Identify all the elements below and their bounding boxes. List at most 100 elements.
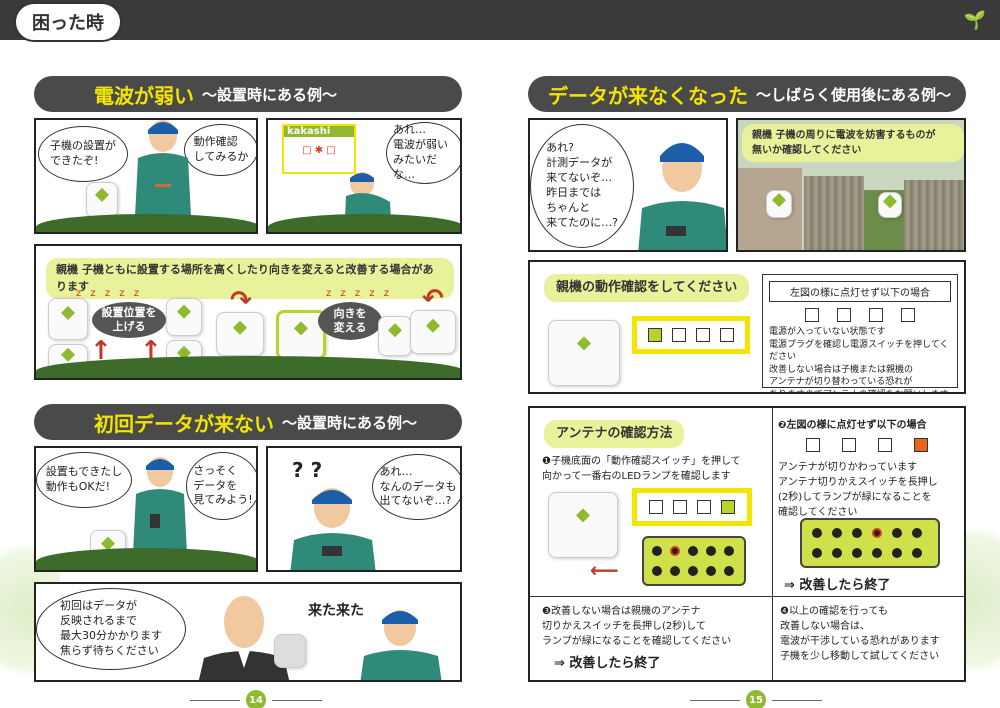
wood-board: [904, 180, 964, 250]
divider: [530, 596, 964, 597]
comic-panel: ? ? あれ… なんのデータも 出てないぞ…?: [266, 446, 462, 572]
divider: [772, 408, 773, 680]
section-title-sub: 〜設置時にある例〜: [282, 413, 418, 432]
page-number: 14: [190, 690, 322, 708]
device-icon: [878, 192, 902, 218]
device-icon: [216, 312, 264, 356]
section-banner-weak-signal: 電波が弱い 〜設置時にある例〜: [34, 76, 462, 112]
speech-bubble: 初回はデータが 反映されるまで 最大30分かかります 焦らず待ちください: [36, 588, 186, 670]
step-3-result: ⇒ 改善したら終了: [554, 656, 661, 671]
led-off: [697, 500, 711, 514]
step-2-text: アンテナが切りかわっています アンテナ切りかえスイッチを長押し (2秒)してラン…: [778, 462, 938, 518]
device-icon: [166, 298, 202, 336]
led-green: [648, 328, 662, 342]
section-heading: アンテナの確認方法: [544, 420, 685, 448]
led-row: [806, 438, 928, 452]
speech-bubble: あれ? 計測データが 来てないぞ… 昨日までは ちゃんと 来てたのに…?: [530, 124, 634, 248]
page-number: 15: [690, 690, 822, 708]
person-icon: [134, 120, 192, 232]
question-marks: ? ?: [292, 458, 323, 482]
photo-panel: 親機 子機の周りに電波を妨害するものが 無いか確認してください: [736, 118, 966, 252]
shout-text: 来た来た: [308, 603, 364, 619]
led-row: [763, 308, 957, 322]
led-off: [806, 438, 820, 452]
speech-bubble: 子機の設置が できたぞ!: [38, 126, 128, 182]
zoom-inset: kakashi □ ✱ □: [282, 124, 356, 174]
page-title: 困った時: [14, 2, 122, 42]
person-icon: [198, 596, 290, 680]
zzz-text: z z z z z: [76, 288, 142, 299]
led-off: [649, 500, 663, 514]
info-box-text: 電源が入っていない状態です 電源プラグを確認し電源スイッチを押してください 改善…: [769, 327, 949, 392]
bush: [36, 548, 256, 570]
led-off: [673, 500, 687, 514]
led-off: [842, 438, 856, 452]
info-box: 左図の様に点灯せず以下の場合 電源が入っていない状態です 電源プラグを確認し電源…: [762, 274, 958, 392]
tip-note: 親機 子機の周りに電波を妨害するものが 無いか確認してください: [742, 124, 964, 162]
led-status-box: [632, 488, 752, 526]
phone-screen: [274, 634, 306, 668]
sprout-icon: 🌱: [963, 10, 986, 31]
check-panel: 親機の動作確認をしてください 左図の様に点灯せず以下の場合 電源が入っていない状…: [528, 260, 966, 394]
comic-panel: あれ? 計測データが 来てないぞ… 昨日までは ちゃんと 来てたのに…?: [528, 118, 728, 252]
device-icon: [548, 492, 618, 558]
step-1: ❶子機底面の「動作確認スイッチ」を押して 向かって一番右のLEDランプを確認しま…: [542, 456, 741, 482]
wood-board: [804, 176, 864, 250]
arrow-icon: ↶: [422, 284, 444, 314]
speech-bubble: さっそく データを 見てみよう!: [186, 452, 256, 520]
circuit-board: [642, 536, 746, 586]
label-raise: 設置位置を 上げる: [92, 302, 166, 338]
comic-panel: 子機の設置が できたぞ! 動作確認 してみるか: [34, 118, 258, 234]
device-icon: [766, 190, 792, 218]
logo-text: kakashi: [284, 126, 354, 137]
comic-panel: 設置もできたし 動作もOKだ! さっそく データを 見てみよう!: [34, 446, 258, 572]
bush: [36, 214, 256, 232]
section-banner-data-stopped: データが来なくなった 〜しばらく使用後にある例〜: [528, 76, 966, 112]
section-title-sub: 〜しばらく使用後にある例〜: [756, 85, 952, 104]
step-2-title: ❷左図の様に点灯せず以下の場合: [778, 420, 927, 431]
person-icon: [360, 610, 442, 680]
bush: [268, 214, 460, 232]
led-off: [869, 308, 883, 322]
device-icon: [48, 298, 88, 340]
led-status-box: [632, 316, 750, 354]
speech-bubble: 動作確認 してみるか: [184, 124, 256, 176]
section-title-main: 電波が弱い: [94, 83, 194, 108]
speech-bubble: あれ… 電波が弱い みたいだな…: [386, 122, 460, 184]
bush: [36, 356, 460, 378]
arrow-icon: ⟵: [590, 558, 619, 582]
led-orange: [914, 438, 928, 452]
arrow-icon: ↷: [230, 286, 252, 316]
led-off: [901, 308, 915, 322]
led-off: [672, 328, 686, 342]
comic-panel: kakashi □ ✱ □ あれ… 電波が弱い みたいだな…: [266, 118, 462, 234]
zzz-text: z z z z z: [326, 288, 392, 299]
section-banner-no-initial-data: 初回データが来ない 〜設置時にある例〜: [34, 404, 462, 440]
section-title-main: 初回データが来ない: [94, 411, 274, 436]
arrow-icon: ↑: [90, 336, 112, 366]
led-off: [878, 438, 892, 452]
page-number-text: 15: [746, 690, 766, 708]
speech-bubble: 設置もできたし 動作もOKだ!: [36, 452, 132, 508]
led-off: [696, 328, 710, 342]
led-indicator: □ ✱ □: [302, 145, 336, 156]
circuit-board: [800, 518, 940, 568]
led-off: [837, 308, 851, 322]
tip-panel: 親機 子機ともに設置する場所を高くしたり向きを変えると改善する場合があります z…: [34, 244, 462, 380]
device-icon: [410, 310, 456, 354]
page-number-text: 14: [246, 690, 266, 708]
led-off: [805, 308, 819, 322]
led-green: [721, 500, 735, 514]
label-turn: 向きを 変える: [318, 302, 382, 340]
step-3-text: ❸改善しない場合は親機のアンテナ 切りかえスイッチを長押し(2秒)して ランプが…: [542, 606, 732, 647]
person-icon: [638, 143, 726, 250]
section-title-main: データが来なくなった: [548, 83, 748, 108]
comic-panel: 初回はデータが 反映されるまで 最大30分かかります 焦らず待ちください 来た来…: [34, 582, 462, 682]
antenna-panel: アンテナの確認方法 ❶子機底面の「動作確認スイッチ」を押して 向かって一番右のL…: [528, 406, 966, 682]
led-off: [720, 328, 734, 342]
device-icon: [86, 182, 118, 218]
section-heading: 親機の動作確認をしてください: [544, 274, 750, 302]
section-title-sub: 〜設置時にある例〜: [202, 85, 338, 104]
step-2-result: ⇒ 改善したら終了: [784, 578, 891, 593]
info-box-title: 左図の様に点灯せず以下の場合: [769, 281, 951, 302]
